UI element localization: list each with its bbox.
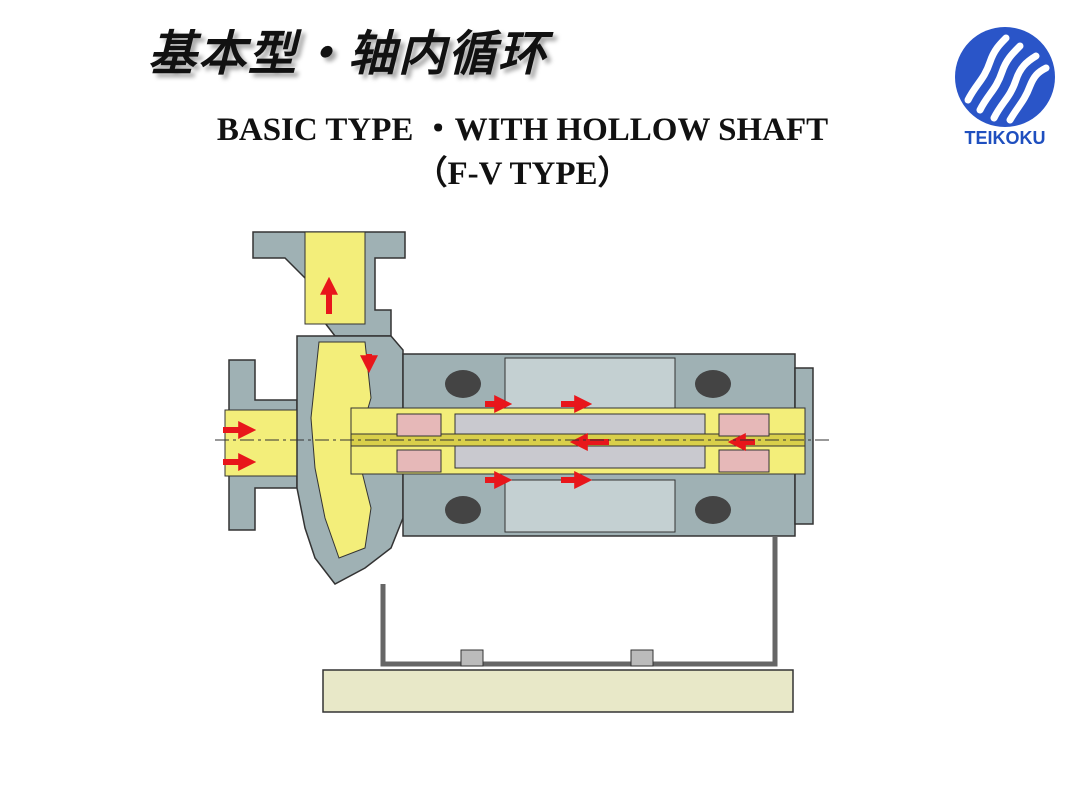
teikoku-logo-icon [955,27,1055,127]
pump-casing [296,335,404,585]
logo-text: TEIKOKU [964,128,1046,148]
support-frame [322,536,794,713]
page-title-english: BASIC TYPE ・WITH HOLLOW SHAFT [216,112,829,148]
pump-cross-section-diagram [215,231,831,713]
page-subtitle-type: （F-V TYPE） [414,156,631,192]
bearings [396,413,770,473]
suction-flange [224,359,306,531]
flow-arrows [223,276,755,489]
page-title-chinese: 基本型・轴内循环 [148,26,549,82]
